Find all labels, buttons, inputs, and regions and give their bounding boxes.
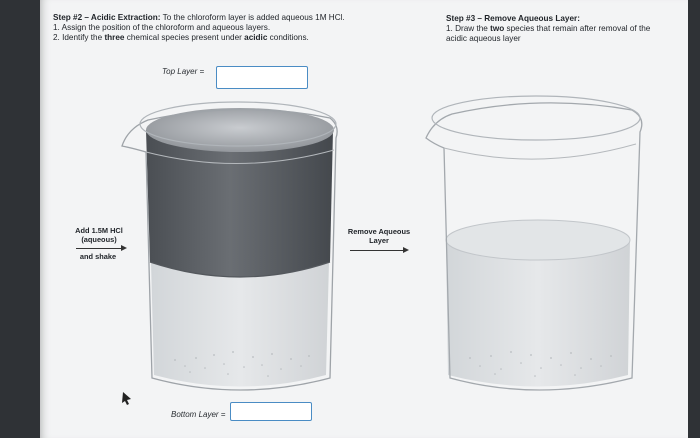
left-beaker-glass bbox=[121, 108, 338, 391]
remove-aqueous-label: Remove Aqueous Layer bbox=[340, 227, 418, 245]
step3-title: Step #3 – Remove Aqueous Layer: bbox=[446, 14, 580, 23]
bottom-layer-label: Bottom Layer = bbox=[171, 410, 226, 419]
step3-item1-emph-two: two bbox=[490, 24, 505, 33]
add-hcl-arrowhead-icon bbox=[121, 245, 127, 251]
left-beaker-top-layer bbox=[146, 130, 333, 277]
add-hcl-label: Add 1.5M HCl (aqueous) bbox=[68, 226, 130, 244]
right-beaker-liquid-surface bbox=[445, 219, 631, 261]
right-beaker-liquid bbox=[446, 240, 630, 387]
right-beaker-glass bbox=[425, 102, 643, 391]
step3-item-1: 1. Draw the two species that remain afte… bbox=[446, 24, 686, 34]
right-beaker bbox=[425, 95, 643, 391]
step2-title: Step #2 – Acidic Extraction: bbox=[53, 13, 161, 22]
step2-title-rest: To the chloroform layer is added aqueous… bbox=[160, 13, 345, 22]
top-layer-input[interactable] bbox=[216, 66, 308, 89]
remove-aqueous-arrow-line bbox=[350, 250, 404, 251]
remove-aqueous-line1: Remove Aqueous bbox=[347, 227, 411, 236]
step2-item2-text-a: 2. Identify the bbox=[53, 33, 105, 42]
left-beaker-bottom-layer bbox=[151, 262, 329, 387]
step2-instructions: Step #2 – Acidic Extraction: To the chlo… bbox=[53, 13, 393, 43]
add-hcl-arrow-line bbox=[76, 248, 122, 249]
left-beaker-sediment bbox=[174, 351, 310, 377]
step2-item-1: 1. Assign the position of the chloroform… bbox=[53, 23, 271, 32]
step2-item2-text-c: chemical species present under bbox=[124, 33, 245, 42]
step2-item-2: 2. Identify the three chemical species p… bbox=[53, 33, 393, 43]
step3-item1-text-a: 1. Draw the bbox=[446, 24, 491, 33]
step3-instructions: Step #3 – Remove Aqueous Layer: 1. Draw … bbox=[446, 14, 686, 44]
remove-aqueous-arrowhead-icon bbox=[403, 247, 409, 253]
left-beaker-top-surface bbox=[146, 108, 334, 152]
and-shake-label: and shake bbox=[79, 252, 117, 261]
step2-item2-emph-three: three bbox=[104, 33, 125, 42]
right-beaker-sediment bbox=[469, 351, 612, 377]
step2-item2-emph-acidic: acidic bbox=[244, 33, 268, 42]
step2-title-line: Step #2 – Acidic Extraction: To the chlo… bbox=[53, 13, 393, 23]
add-hcl-line2: (aqueous) bbox=[81, 235, 117, 244]
remove-aqueous-line2: Layer bbox=[369, 236, 389, 245]
bottom-layer-input[interactable] bbox=[230, 402, 312, 421]
top-layer-label: Top Layer = bbox=[162, 67, 205, 76]
mouse-cursor-icon bbox=[122, 392, 131, 405]
left-beaker bbox=[121, 101, 338, 391]
add-hcl-line1: Add 1.5M HCl bbox=[75, 226, 123, 235]
step2-item2-text-e: conditions. bbox=[267, 33, 309, 42]
step3-item-1-cont: acidic aqueous layer bbox=[446, 34, 521, 43]
step3-item1-text-c: species that remain after removal of the bbox=[504, 24, 651, 33]
